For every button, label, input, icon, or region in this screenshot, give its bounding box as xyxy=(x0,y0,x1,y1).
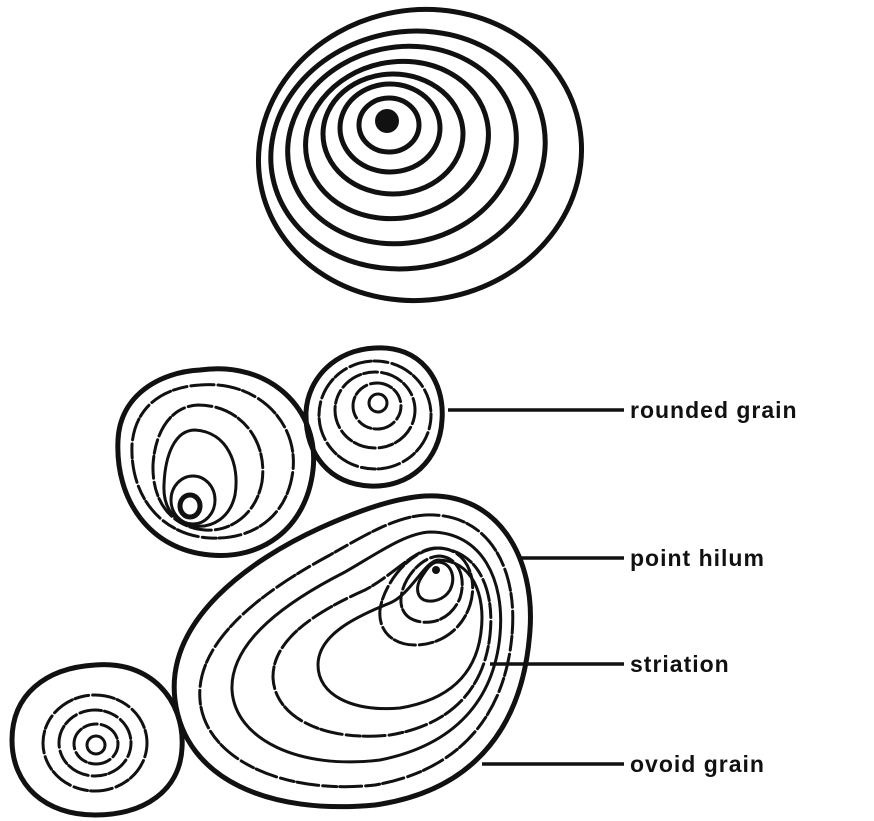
ovoid-grain-ring xyxy=(380,548,473,645)
top-grain-hilum xyxy=(375,109,399,133)
point-hilum-mark xyxy=(432,566,440,574)
lower-left-grain-ring xyxy=(74,724,118,764)
rounded-grain-label: rounded grain xyxy=(630,397,798,423)
rounded-grain-outline xyxy=(306,348,442,486)
rounded-grain-hilum xyxy=(369,394,387,412)
top-grain xyxy=(235,0,604,326)
ovoid-grain-ring xyxy=(318,560,482,709)
lower-left-grain-hilum xyxy=(87,736,105,754)
ovoid-grain-ring xyxy=(200,515,513,787)
upper-left-grain-hilum xyxy=(180,495,200,517)
point-hilum-label: point hilum xyxy=(630,545,765,571)
rounded-grain-ring xyxy=(353,383,401,429)
striation-label: striation xyxy=(630,651,730,677)
ovoid-grain xyxy=(174,496,530,807)
lower-left-grain xyxy=(12,665,182,815)
rounded-grain xyxy=(306,348,442,486)
upper-left-grain-outline xyxy=(118,369,314,556)
ovoid-grain-label: ovoid grain xyxy=(630,751,765,777)
upper-left-grain xyxy=(118,369,314,556)
lower-left-grain-ring xyxy=(59,710,131,776)
